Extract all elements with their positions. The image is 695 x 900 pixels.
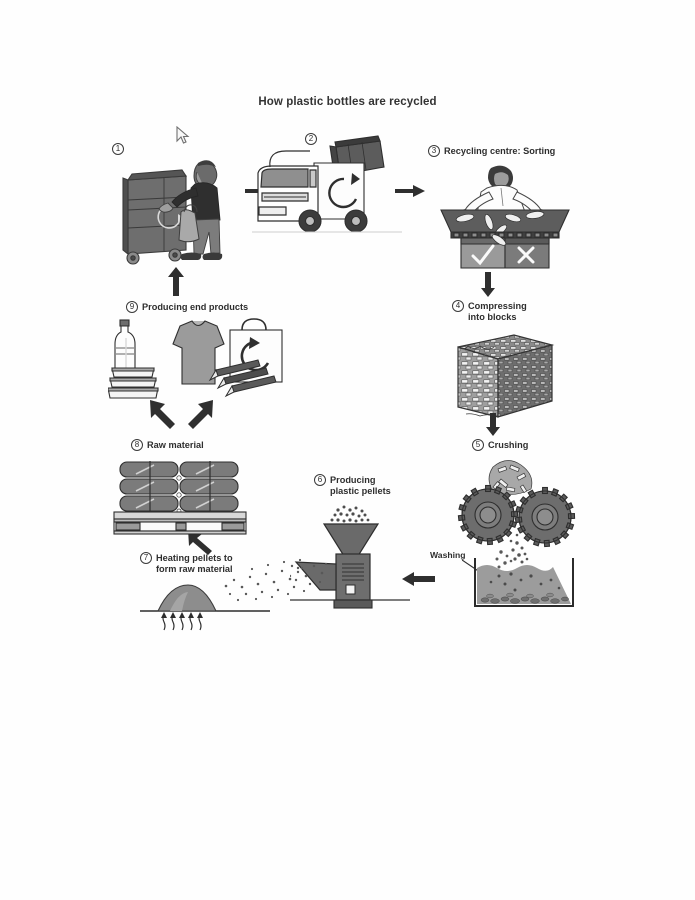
step-3-illustration <box>435 160 575 275</box>
arrow-washing-to-step6 <box>401 571 435 587</box>
step-1-illustration <box>120 150 250 280</box>
step-9-number: 9 <box>126 301 138 313</box>
product-pencils <box>208 359 277 398</box>
pellet-spray-stream <box>222 556 332 612</box>
step-5-number: 5 <box>472 439 484 451</box>
step-7-label: 7 Heating pellets to form raw material <box>140 552 233 575</box>
step-6-number: 6 <box>314 474 326 486</box>
step-2-label: 2 <box>305 133 321 145</box>
step-5-label: 5 Crushing <box>472 439 528 451</box>
step-7-number: 7 <box>140 552 152 564</box>
arrow-step4-to-step5 <box>485 413 501 437</box>
step-8-illustration <box>110 458 260 536</box>
step-2-illustration <box>252 133 402 248</box>
step-4-text: Compressing into blocks <box>468 301 527 322</box>
step-9-illustration <box>108 318 288 400</box>
step-7-illustration <box>140 578 270 638</box>
step-4-label: 4 Compressing into blocks <box>452 300 527 323</box>
arrow-step9-to-step1 <box>167 266 185 296</box>
arrow-step3-to-step4 <box>480 272 496 298</box>
arrow-step8-to-step9-right <box>185 398 215 432</box>
step-3-number: 3 <box>428 145 440 157</box>
step-3-text: Recycling centre: Sorting <box>444 146 556 156</box>
mouse-pointer-cursor <box>176 125 190 145</box>
step-4-number: 4 <box>452 300 464 312</box>
reject-cross-icon <box>517 246 535 264</box>
page-title: How plastic bottles are recycled <box>258 96 437 108</box>
step-8-text: Raw material <box>147 440 204 450</box>
step-1-label: 1 <box>112 143 128 155</box>
step-6-text: Producing plastic pellets <box>330 475 391 496</box>
step-1-number: 1 <box>112 143 124 155</box>
step-2-number: 2 <box>305 133 317 145</box>
step-5-text: Crushing <box>488 440 529 450</box>
step-3-label: 3 Recycling centre: Sorting <box>428 145 555 157</box>
step-4-illustration <box>450 325 560 425</box>
step-7-text: Heating pellets to form raw material <box>156 553 233 574</box>
step-8-label: 8 Raw material <box>131 439 204 451</box>
accept-check-icon <box>471 244 495 266</box>
step-6-label: 6 Producing plastic pellets <box>314 474 391 497</box>
step-8-number: 8 <box>131 439 143 451</box>
washing-annotation-label: Washing <box>430 550 466 560</box>
step-9-text: Producing end products <box>142 302 249 312</box>
step-6-illustration <box>290 500 410 610</box>
washing-tank-illustration <box>455 550 585 612</box>
arrow-step7-to-step8 <box>186 527 216 557</box>
product-tshirt <box>172 320 225 385</box>
product-food-containers <box>108 367 159 399</box>
arrow-step8-to-step9-left <box>148 398 178 432</box>
step-5-illustration <box>455 455 585 565</box>
arrow-step2-to-step3 <box>395 183 427 199</box>
step-9-label: 9 Producing end products <box>126 301 248 313</box>
